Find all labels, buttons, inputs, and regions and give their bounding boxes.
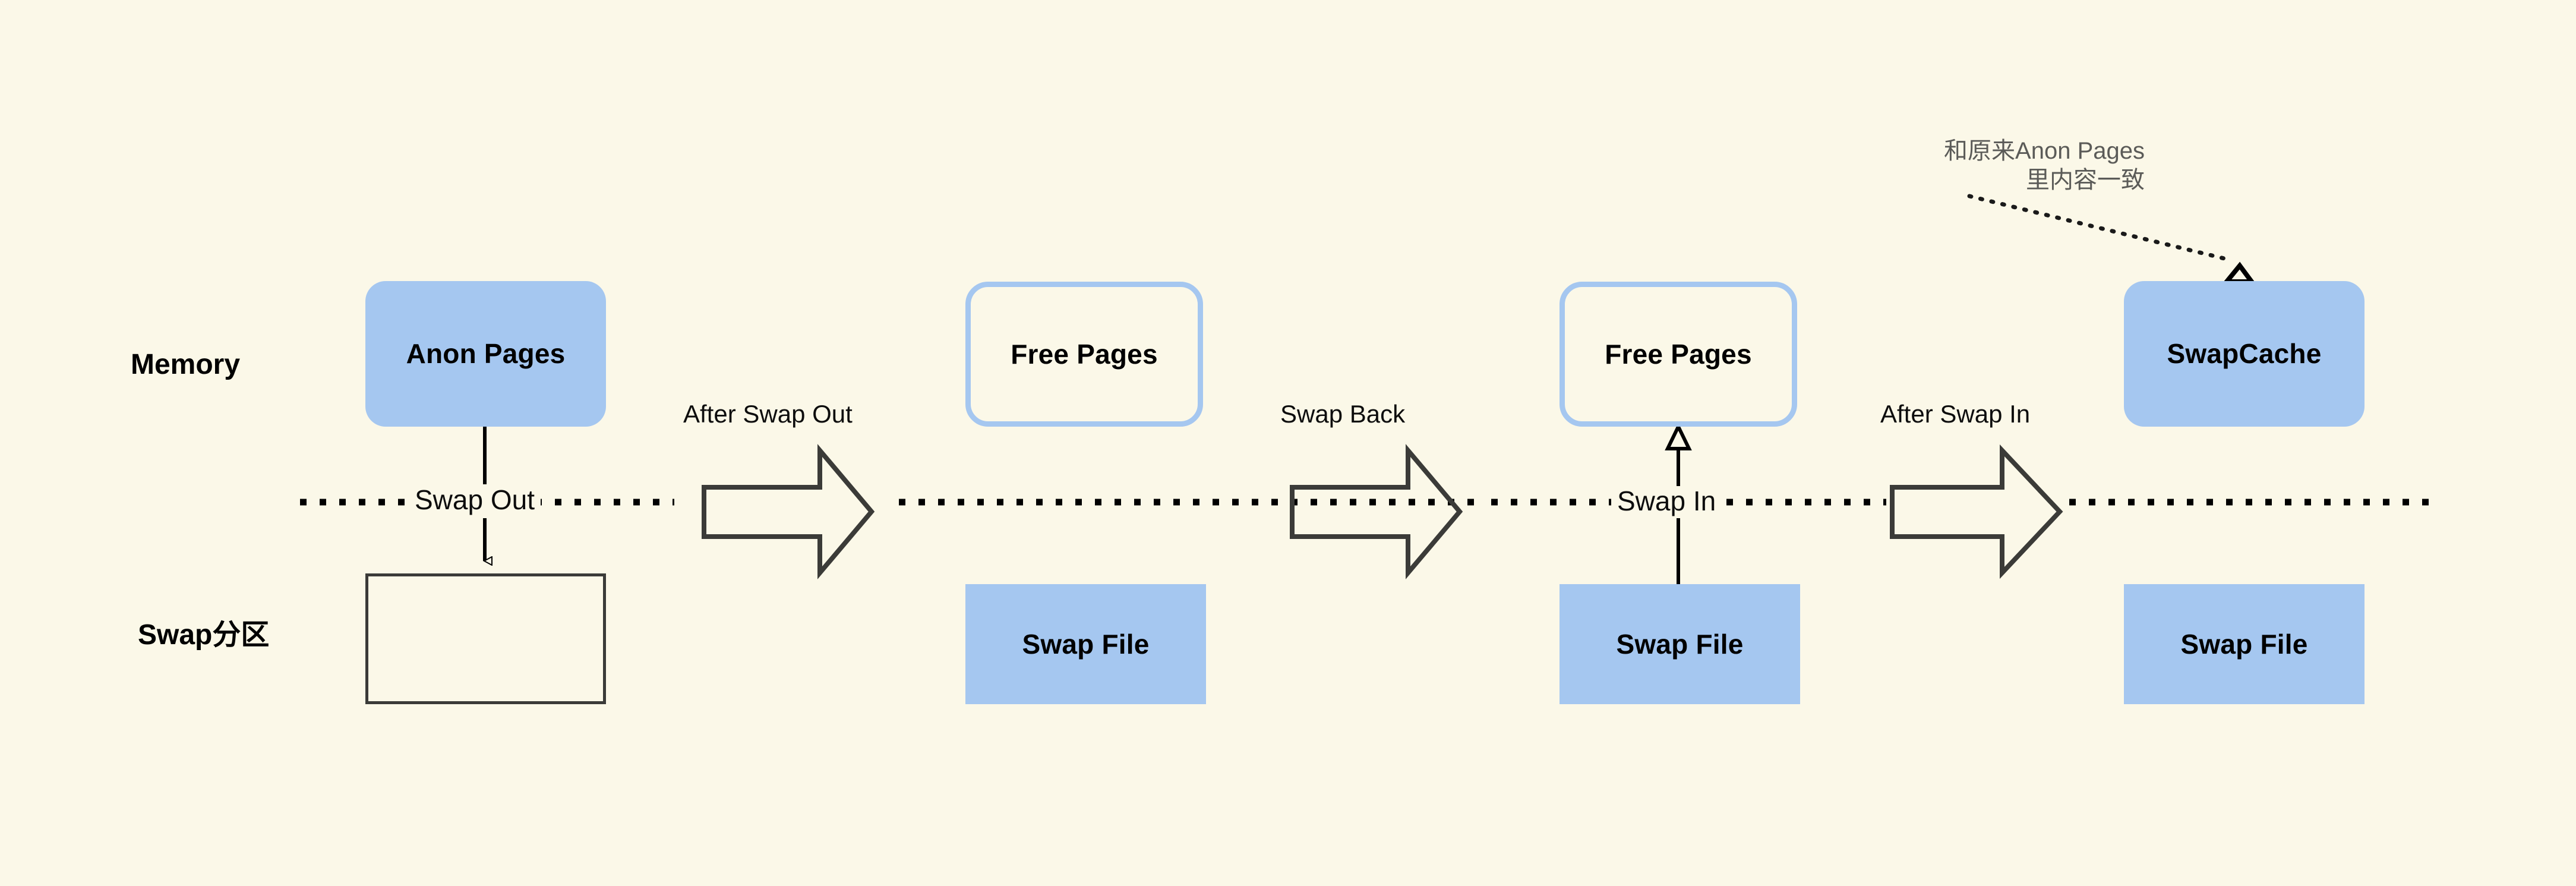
- box-swapcache-label: SwapCache: [2167, 338, 2322, 370]
- box-free-pages-stage2[interactable]: Free Pages: [965, 282, 1203, 427]
- flow-label-swap-in: Swap In: [1611, 487, 1722, 515]
- swap-in-arrowhead: [1665, 422, 1692, 450]
- box-swap-file-stage3[interactable]: Swap File: [1560, 584, 1800, 704]
- box-free-pages-stage3-label: Free Pages: [1605, 338, 1752, 370]
- transition-label-after-swap-in: After Swap In: [1880, 400, 2031, 428]
- transition-label-swap-back: Swap Back: [1280, 400, 1406, 428]
- box-swap-file-stage4[interactable]: Swap File: [2124, 584, 2365, 704]
- box-swap-file-stage2[interactable]: Swap File: [965, 584, 1206, 704]
- annotation-leader-line: [1967, 194, 2231, 262]
- annotation-arrowhead: [2221, 261, 2256, 284]
- box-anon-pages-label: Anon Pages: [406, 338, 566, 370]
- box-swap-partition-empty[interactable]: [365, 573, 606, 704]
- flow-label-swap-out: Swap Out: [409, 486, 541, 513]
- box-swap-file-stage3-label: Swap File: [1616, 628, 1744, 660]
- transition-label-after-swap-out: After Swap Out: [683, 400, 853, 428]
- annotation-swapcache-note: 和原来Anon Pages 里内容一致: [1944, 138, 2145, 193]
- box-free-pages-stage3[interactable]: Free Pages: [1560, 282, 1797, 427]
- box-anon-pages[interactable]: Anon Pages: [365, 281, 606, 427]
- transition-arrow-swap-back: [1290, 444, 1463, 579]
- box-free-pages-stage2-label: Free Pages: [1011, 338, 1158, 370]
- box-swap-file-stage4-label: Swap File: [2180, 628, 2308, 660]
- row-label-swap-partition: Swap分区: [138, 619, 270, 651]
- box-swap-file-stage2-label: Swap File: [1022, 628, 1150, 660]
- box-swapcache[interactable]: SwapCache: [2124, 281, 2365, 427]
- transition-arrow-after-swap-in: [1890, 444, 2063, 579]
- row-label-memory: Memory: [131, 349, 241, 380]
- transition-arrow-after-swap-out: [702, 444, 875, 579]
